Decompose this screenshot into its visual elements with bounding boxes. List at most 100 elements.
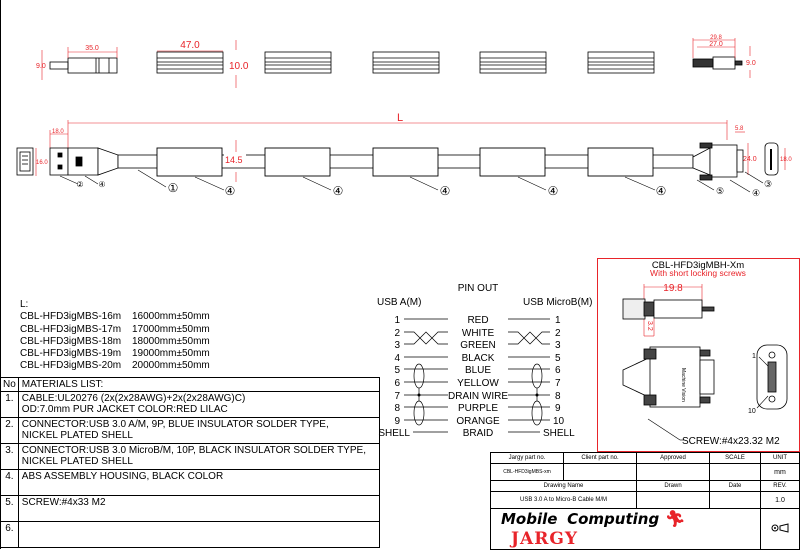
- ferrite-top-views: [156, 51, 655, 74]
- pinout-title: PIN OUT: [458, 283, 499, 294]
- drawing-name-label: Drawing Name: [490, 480, 637, 492]
- wire-color: BLUE: [465, 365, 491, 376]
- logo-mobile: Mobile: [501, 510, 558, 528]
- variant-panel: CBL-HFD3igMBH-Xm With short locking scre…: [597, 258, 800, 452]
- part-number: CBL-HFD3igMBS-20m: [20, 360, 122, 372]
- microb-width-dim: 24.0: [743, 156, 757, 163]
- item-no: 1.: [0, 391, 19, 418]
- no-header: No: [0, 377, 19, 392]
- runner-icon: 🏃︎: [664, 511, 686, 528]
- variant-subtitle: With short locking screws: [650, 268, 746, 278]
- date-label: Date: [709, 480, 761, 492]
- length-item: CBL-HFD3igMBS-18m 18000mm±50mm: [20, 336, 210, 348]
- materials-header: MATERIALS LIST:: [17, 377, 381, 392]
- item-line: OD:7.0mm PUR JACKET COLOR:RED LILAC: [21, 404, 228, 415]
- pin-right: 5: [555, 353, 561, 364]
- pin-right: 7: [555, 378, 561, 389]
- pin-right: 3: [555, 340, 561, 351]
- variant-screw-note: SCREW:#4x23.32 M2: [682, 436, 780, 447]
- unit-label: UNIT: [760, 452, 800, 464]
- scale-value: [709, 463, 761, 481]
- pin-right: 1: [555, 315, 561, 326]
- item-desc: [17, 521, 381, 548]
- wire-color: BRAID: [463, 428, 494, 439]
- pinout-diagram: PIN OUT USB A(M) USB MicroB(M) 1 RED 1 2…: [377, 283, 592, 439]
- ferrite-length-dim: 47.0: [180, 40, 200, 51]
- part-number: CBL-HFD3igMBS-17m: [20, 323, 122, 335]
- pin-left: 8: [394, 403, 400, 414]
- pin-left: 9: [394, 416, 400, 427]
- item-desc: CONNECTOR:USB 3.0 A/M, 9P, BLUE INSULATO…: [17, 417, 381, 444]
- date-value: [709, 491, 761, 509]
- callout-4: ④: [656, 184, 667, 198]
- item-line: CONNECTOR:USB 3.0 A/M, 9P, BLUE INSULATO…: [21, 419, 329, 430]
- client-part-value: [563, 463, 637, 481]
- wire-color: GREEN: [460, 340, 496, 351]
- usb-a-face-view: [16, 147, 34, 176]
- pin-left: 5: [394, 365, 400, 376]
- pinout-left-header: USB A(M): [377, 297, 421, 308]
- item-line: CABLE:UL20276 (2x(2x28AWG)+2x(2x28AWG)C): [21, 393, 246, 404]
- item-line: CONNECTOR:USB 3.0 MicroB/M, 10P, BLACK I…: [21, 445, 366, 456]
- drawn-label: Drawn: [636, 480, 710, 492]
- materials-row: 5.SCREW:#4x33 M2: [0, 495, 381, 522]
- drawn-value: [636, 491, 710, 509]
- microb-side-view: [692, 56, 743, 70]
- logo-area: Mobile Computing 🏃︎ JARGY: [490, 508, 761, 550]
- variant-length-dim: 19.8: [663, 283, 683, 294]
- item-desc: ABS ASSEMBLY HOUSING, BLACK COLOR: [17, 469, 381, 496]
- logo-computing: Computing: [567, 510, 660, 528]
- item-desc: SCREW:#4x33 M2: [17, 495, 381, 522]
- materials-row: 2.CONNECTOR:USB 3.0 A/M, 9P, BLUE INSULA…: [0, 417, 381, 444]
- callout-2: ②: [76, 180, 83, 189]
- item-no: 6.: [0, 521, 19, 548]
- callout-4: ④: [333, 184, 344, 198]
- pin-right: 8: [555, 391, 561, 402]
- rev-value: 1.0: [760, 491, 800, 509]
- approved-label: Approved: [636, 452, 710, 464]
- microb-body-dim: 27.0: [709, 41, 723, 48]
- variant-screw-dim: 3.2: [646, 321, 653, 331]
- pin-right: 2: [555, 328, 561, 339]
- overall-length-dim-line: [35, 120, 786, 182]
- item-desc: CABLE:UL20276 (2x(2x28AWG)+2x(2x28AWG)C)…: [17, 391, 381, 418]
- variant-pin-first: 1: [752, 353, 756, 360]
- usb-a-height-dim: 9.0: [36, 63, 46, 70]
- callout-4: ④: [440, 184, 451, 198]
- callout-3: ③: [764, 179, 772, 189]
- callout-4: ④: [752, 188, 760, 198]
- scale-label: SCALE: [709, 452, 761, 464]
- usb-a-plug-length-dim: 18.0: [52, 129, 64, 135]
- jargy-part-label: Jargy part no.: [490, 452, 564, 464]
- length-list-title: L:: [20, 299, 29, 310]
- jargy-part-value: CBL-HFD3igMBS-xm: [490, 463, 564, 481]
- approved-value: [636, 463, 710, 481]
- pin-left: 4: [394, 353, 400, 364]
- usb-a-side-view: [49, 57, 118, 74]
- callout-leaders: [59, 169, 764, 193]
- ferrite-dims: [157, 40, 237, 88]
- projection-symbol-icon: [760, 508, 800, 550]
- pin-left: 3: [394, 340, 400, 351]
- length-value: 18000mm±50mm: [132, 335, 210, 347]
- pin-right: 6: [555, 365, 561, 376]
- length-value: 16000mm±50mm: [132, 311, 210, 323]
- ferrite-main-views: [156, 147, 654, 177]
- wire-color: WHITE: [462, 328, 495, 339]
- wire-color: YELLOW: [457, 378, 499, 389]
- item-no: 4.: [0, 469, 19, 496]
- part-number: CBL-HFD3igMBS-18m: [20, 335, 122, 347]
- microb-tip-dim: 5.8: [735, 126, 744, 132]
- pin-left: 6: [394, 378, 400, 389]
- variant-pin-last: 10: [748, 408, 756, 415]
- materials-row: 6.: [0, 521, 381, 548]
- pin-right: 9: [555, 403, 561, 414]
